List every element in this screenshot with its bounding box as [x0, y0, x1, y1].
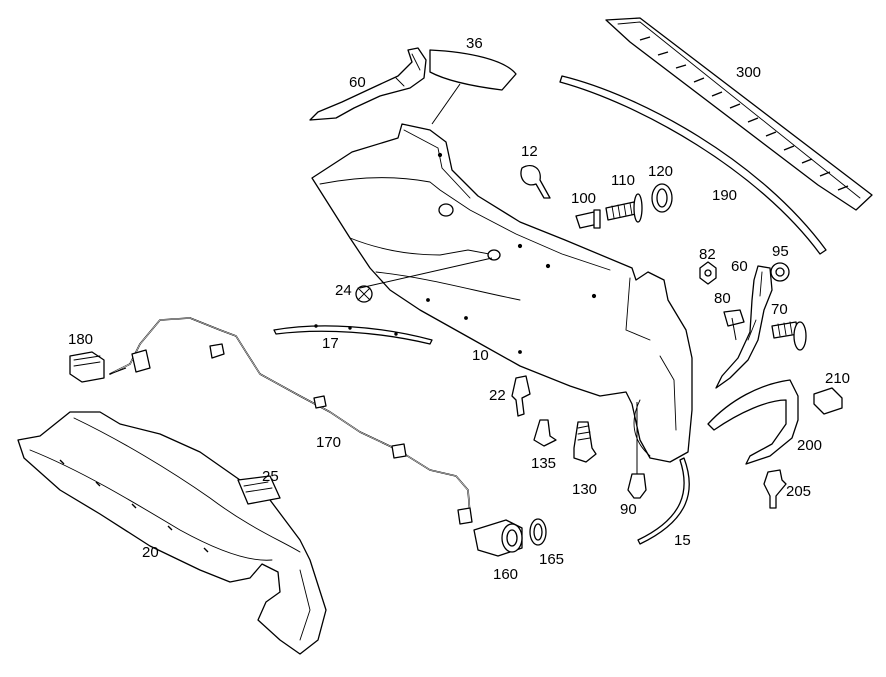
callout-300: 300	[736, 64, 761, 81]
callout-120: 120	[648, 163, 673, 180]
part-82-nut[interactable]	[699, 261, 717, 285]
callout-labels: 36 60 300 12 110 120 100 190 82 95 60 24…	[68, 35, 850, 583]
callout-110: 110	[611, 172, 635, 189]
part-135-clip[interactable]	[533, 419, 557, 447]
part-95-grommet[interactable]	[770, 262, 790, 282]
callout-135: 135	[531, 455, 556, 472]
part-80-screw[interactable]	[723, 309, 745, 327]
callout-25: 25	[262, 468, 279, 485]
callout-180: 180	[68, 331, 93, 348]
callout-200: 200	[797, 437, 822, 454]
part-36-reflector[interactable]	[429, 49, 517, 91]
callout-82: 82	[699, 246, 716, 263]
callout-17: 17	[322, 335, 339, 352]
callout-20: 20	[142, 544, 159, 561]
part-160-sensor[interactable]	[473, 519, 523, 557]
callout-170: 170	[316, 434, 341, 451]
part-205-push-clip[interactable]	[763, 469, 787, 509]
part-15-trim-strip[interactable]	[637, 457, 690, 545]
part-130-screw[interactable]	[573, 421, 597, 463]
part-200-arch-trim[interactable]	[707, 379, 799, 465]
part-100-screw[interactable]	[575, 209, 601, 229]
part-20-diffuser[interactable]	[17, 411, 327, 655]
part-17-trim-strip[interactable]	[273, 324, 433, 345]
callout-60-upper: 60	[349, 74, 366, 91]
part-110-bolt[interactable]	[605, 193, 643, 223]
callout-36: 36	[466, 35, 483, 52]
part-180-connector[interactable]	[69, 351, 105, 383]
callout-15: 15	[674, 532, 691, 549]
part-22-clip[interactable]	[511, 375, 531, 417]
callout-95: 95	[772, 243, 789, 260]
part-24-grommet[interactable]	[355, 285, 373, 303]
callout-80: 80	[714, 290, 731, 307]
part-300-trim-strip[interactable]	[605, 17, 873, 211]
part-165-ring[interactable]	[529, 518, 547, 546]
part-70-bolt[interactable]	[771, 321, 807, 351]
part-90-clip[interactable]	[627, 473, 647, 499]
part-60-upper-bracket[interactable]	[309, 47, 427, 121]
callout-10: 10	[472, 347, 489, 364]
callout-22: 22	[489, 387, 506, 404]
callout-130: 130	[572, 481, 597, 498]
part-25-bracket[interactable]	[237, 475, 281, 505]
part-60-side-bracket[interactable]	[715, 265, 773, 389]
part-190-trim-strip[interactable]	[559, 75, 827, 255]
part-210-clip[interactable]	[813, 387, 843, 415]
callout-190: 190	[712, 187, 737, 204]
callout-70: 70	[771, 301, 788, 318]
callout-12: 12	[521, 143, 538, 160]
callout-160: 160	[493, 566, 518, 583]
callout-165: 165	[539, 551, 564, 568]
callout-24: 24	[335, 282, 352, 299]
part-120-grommet[interactable]	[651, 183, 673, 213]
callout-90: 90	[620, 501, 637, 518]
callout-205: 205	[786, 483, 811, 500]
callout-100: 100	[571, 190, 596, 207]
part-12-clip[interactable]	[520, 165, 551, 199]
callout-60-side: 60	[731, 258, 748, 275]
callout-210: 210	[825, 370, 850, 387]
part-10-bumper-cover[interactable]	[311, 123, 693, 463]
part-170-wiring-harness[interactable]	[109, 317, 473, 525]
leader-lines	[109, 83, 737, 474]
